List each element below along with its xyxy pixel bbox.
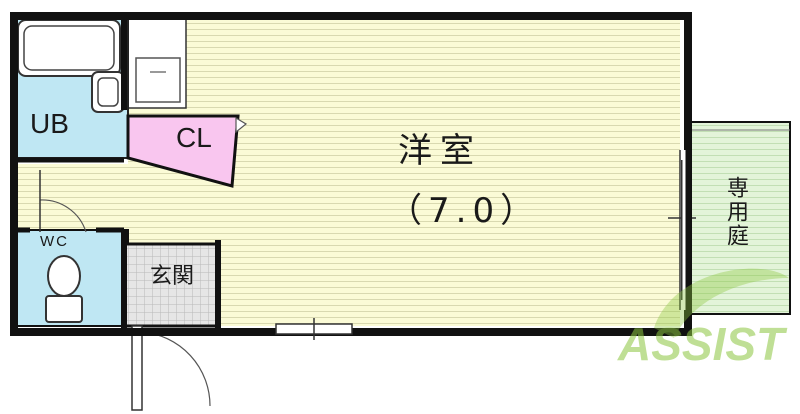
- garden-area: [689, 121, 791, 315]
- assist-logo-watermark: ASSIST: [617, 268, 789, 368]
- closet-label: CL: [176, 122, 212, 153]
- entrance-label: 玄関: [150, 264, 195, 289]
- closet-area: [126, 114, 240, 188]
- sink: [135, 57, 181, 103]
- toilet-bowl: [47, 255, 81, 297]
- toilet-tank: [45, 295, 83, 323]
- toilet-label: WC: [40, 233, 69, 250]
- garden-label: 専用庭: [723, 176, 748, 248]
- outer-walls: [10, 12, 692, 336]
- main-room-label: 洋室: [398, 131, 482, 171]
- bathroom-label: UB: [30, 108, 69, 139]
- entrance-floor: [122, 242, 220, 328]
- hallway-floor: [14, 164, 128, 230]
- main-room-size-label: （7.0）: [388, 191, 541, 231]
- svg-text:ASSIST: ASSIST: [617, 318, 788, 368]
- bathtub: [17, 19, 121, 77]
